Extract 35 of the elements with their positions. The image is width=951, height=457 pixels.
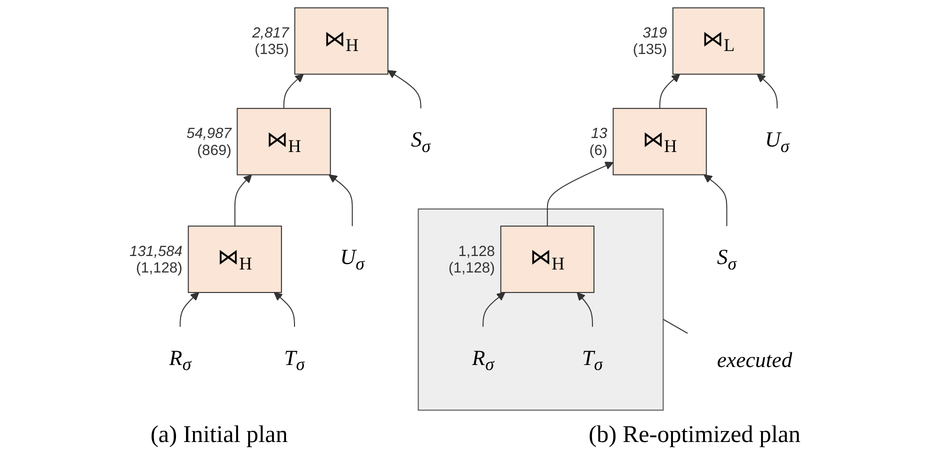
arrow	[234, 174, 252, 227]
node-box: ⋈$_{H}$	[188, 226, 282, 293]
estimate-label: 13	[591, 126, 608, 142]
caption: (a) Initial plan	[150, 422, 288, 449]
arrow	[328, 174, 353, 227]
count-label: (869)	[197, 142, 232, 159]
count-label: (1,128)	[136, 260, 182, 276]
connector	[662, 318, 688, 334]
arrow	[482, 292, 506, 328]
node-box: ⋈$_{H}$	[236, 108, 331, 176]
arrow	[180, 292, 200, 328]
node-text: executed	[716, 348, 792, 372]
count-label: (135)	[632, 42, 668, 58]
count-label: (1,128)	[448, 260, 495, 276]
arrow	[659, 74, 680, 109]
node-box: ⋈$_{H}$	[612, 108, 707, 176]
estimate-label: 131,584	[129, 244, 182, 260]
estimate-label: 1,128	[458, 244, 495, 260]
arrow	[546, 162, 614, 227]
count-label: (135)	[254, 42, 289, 58]
arrow	[388, 70, 422, 109]
estimate-label: 2,817	[252, 26, 289, 42]
cluster	[418, 208, 664, 411]
count-label: (6)	[589, 142, 608, 159]
estimate-label: 319	[642, 26, 668, 42]
estimate-label: 54,987	[186, 126, 232, 142]
arrow	[704, 174, 728, 227]
node-box: ⋈$_{H}$	[500, 226, 594, 293]
node-box: ⋈$_{H}$	[294, 7, 388, 75]
arrow	[274, 292, 295, 328]
arrow	[283, 74, 304, 109]
arrow	[756, 74, 778, 109]
caption: (b) Re-optimized plan	[588, 422, 801, 449]
node-box: ⋈$_{L}$	[672, 7, 765, 75]
arrow	[576, 292, 593, 328]
